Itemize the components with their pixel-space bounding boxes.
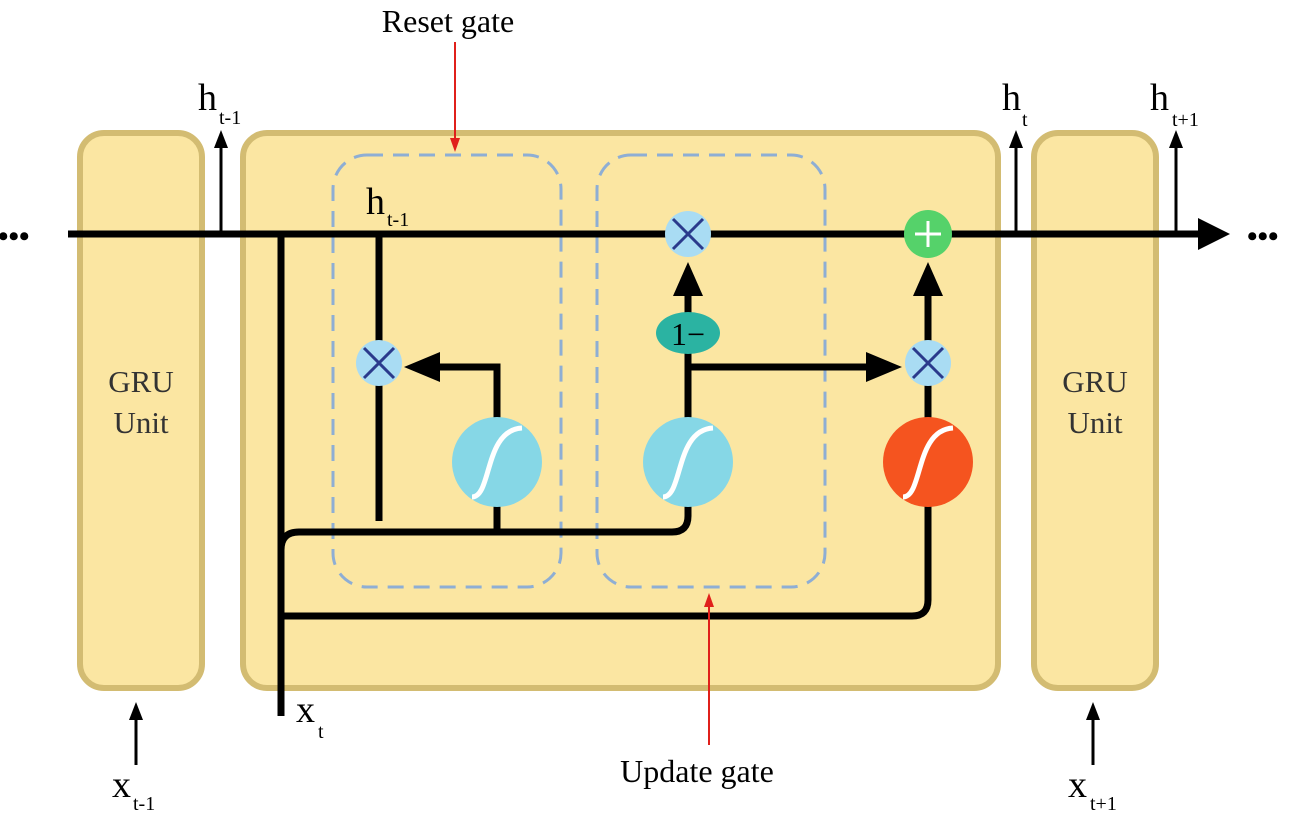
x-next-label: x <box>1068 764 1087 806</box>
right-gru-unit-box <box>1031 130 1159 691</box>
x-cur-subscript: t <box>318 721 324 743</box>
update-multiply-icon <box>665 211 711 257</box>
hidden-state-arrowhead <box>1198 218 1230 250</box>
x-cur-label: x <box>296 689 315 731</box>
h-prev-main-label: h <box>198 77 217 119</box>
x-prev-input-arrowhead <box>129 702 143 720</box>
right-unit-label-line2: Unit <box>1067 405 1123 440</box>
input-line-to-tanh <box>281 505 932 620</box>
reset-arrowhead <box>404 352 440 382</box>
reset-sigmoid-to-multiply <box>432 363 501 420</box>
main-gru-cell-box <box>240 130 1001 691</box>
x-next-subscript: t+1 <box>1090 793 1117 815</box>
h-prev-main-subscript: t-1 <box>219 107 241 129</box>
x-prev-subscript: t-1 <box>133 793 155 815</box>
update-sigmoid-icon <box>643 417 733 507</box>
right-ellipsis: ••• <box>1247 220 1279 253</box>
reset-gate-pointer-head <box>450 138 460 152</box>
left-ellipsis: ••• <box>0 220 30 253</box>
x-prev-label: x <box>112 764 131 806</box>
x-next-input-arrowhead <box>1086 702 1100 720</box>
h-cur-subscript: t <box>1022 109 1028 131</box>
add-icon <box>904 210 952 258</box>
left-unit-label-line2: Unit <box>113 405 169 440</box>
tanh-icon <box>883 417 973 507</box>
add-arrowhead <box>913 262 943 296</box>
h-next-subscript: t+1 <box>1172 109 1199 131</box>
one-minus-arrowhead <box>673 262 703 296</box>
one-minus-label: 1− <box>671 316 705 352</box>
update-gate-outline <box>595 153 827 589</box>
reset-sigmoid-icon <box>452 417 542 507</box>
reset-gate-outline <box>331 153 563 589</box>
update-branch-arrowhead <box>866 352 902 382</box>
h-cur-label: h <box>1002 77 1021 119</box>
h-prev-output-arrowhead <box>214 130 228 148</box>
update-gate-label: Update gate <box>620 753 774 789</box>
h-cur-output-arrowhead <box>1009 130 1023 148</box>
update-gate-pointer-head <box>704 593 714 607</box>
reset-multiply-icon <box>356 340 402 386</box>
h-next-output-arrowhead <box>1169 130 1183 148</box>
h-prev-inner-label: h <box>366 181 385 223</box>
right-unit-label-line1: GRU <box>1062 364 1127 399</box>
candidate-multiply-icon <box>905 340 951 386</box>
left-gru-unit-box <box>77 130 205 691</box>
h-next-label: h <box>1150 77 1169 119</box>
input-line-to-gates <box>277 505 692 551</box>
one-minus-node <box>656 312 720 354</box>
h-prev-inner-subscript: t-1 <box>387 209 409 231</box>
left-unit-label-line1: GRU <box>108 364 173 399</box>
reset-gate-label: Reset gate <box>382 3 514 39</box>
